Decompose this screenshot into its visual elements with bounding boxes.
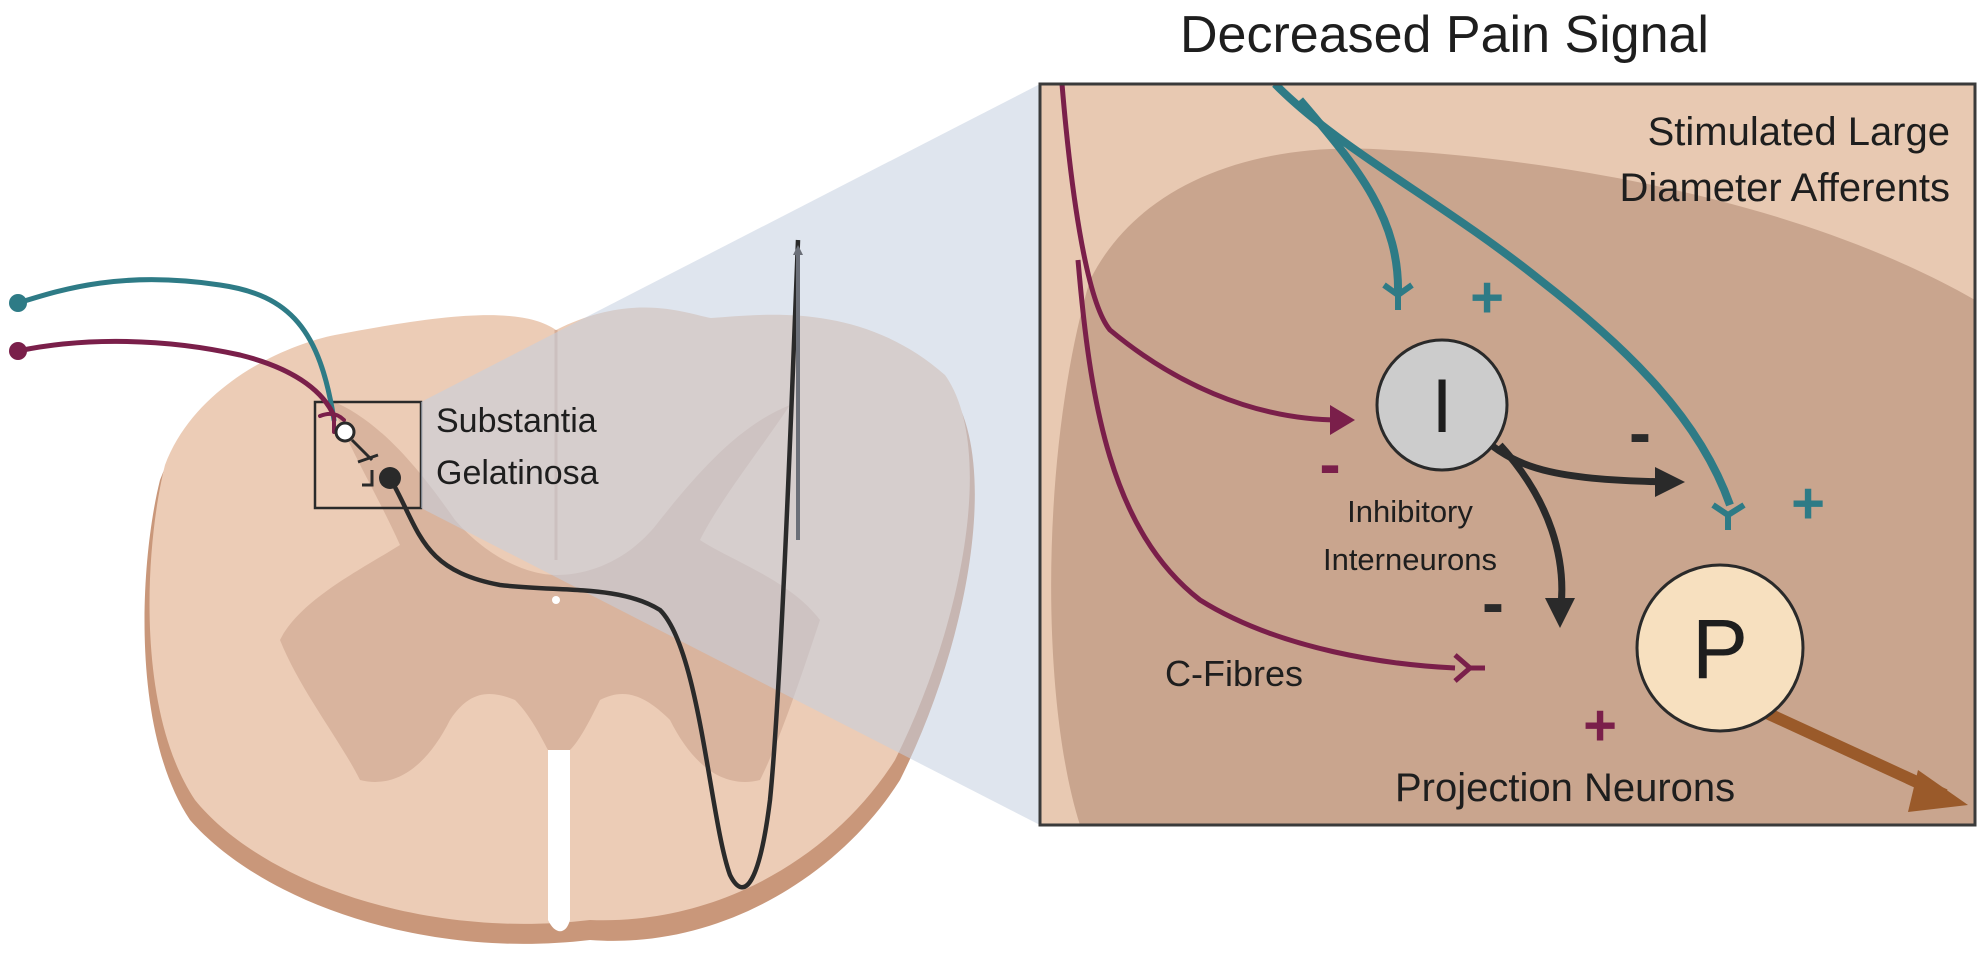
afferents-label-line1: Stimulated Large <box>1648 110 1950 154</box>
central-canal <box>552 596 560 604</box>
c-fibre-ending <box>9 342 27 360</box>
sign-interneuron-to-afferent: - <box>1629 395 1651 469</box>
sign-c-fibre-to-projection: + <box>1583 693 1617 758</box>
afferent-synapse-projection <box>1711 502 1746 530</box>
projection-letter: P <box>1692 602 1748 696</box>
inset-panel: I P Stimulated Large Diameter Afferents … <box>1038 82 1977 827</box>
interneuron-axon-to-c-fibre <box>1497 442 1566 616</box>
c-fibre-terminal <box>318 411 346 434</box>
interneuron-axon-to-afferent <box>1482 437 1671 486</box>
interneuron-label-line1: Inhibitory <box>1347 494 1473 529</box>
sign-afferent-to-projection: + <box>1791 471 1825 536</box>
sign-afferent-to-interneuron: + <box>1470 265 1504 330</box>
diagram-title: Decreased Pain Signal <box>1180 6 1709 64</box>
projection-axon-arrowhead <box>1908 770 1968 812</box>
large-afferent-fibre <box>15 277 337 423</box>
inset-large-afferent-main <box>1272 84 1734 507</box>
projection-neuron-cell <box>1635 563 1805 733</box>
inset-c-fibre-lower <box>1075 259 1456 671</box>
c-fibre <box>15 338 337 419</box>
interneuron-terminal-c-fibre <box>1545 598 1575 628</box>
interneuron-letter: I <box>1431 364 1452 449</box>
large-afferent-ending <box>9 294 27 312</box>
interneuron-marker <box>334 421 356 443</box>
inset-large-afferent-branch <box>1296 97 1403 296</box>
inset-dorsal-horn-band <box>1051 148 1975 825</box>
interneuron-label-line2: Interneurons <box>1323 542 1497 577</box>
afferents-label-line2: Diameter Afferents <box>1619 166 1950 210</box>
incoming-fibres <box>9 239 803 890</box>
interneuron-cell <box>1375 338 1509 472</box>
c-fibre-label: C-Fibres <box>1165 653 1303 694</box>
ventral-median-fissure <box>548 741 570 932</box>
sign-c-fibre-to-interneuron: - <box>1319 428 1340 500</box>
c-fibre-synapse-projection <box>1453 653 1485 683</box>
projection-label: Projection Neurons <box>1395 766 1735 810</box>
sign-interneuron-to-c-fibre: - <box>1482 565 1504 639</box>
substantia-label-line1: Substantia <box>436 402 597 440</box>
inset-border <box>1038 82 1977 827</box>
interneuron-link <box>350 438 379 487</box>
inset-c-fibre-upper <box>1059 84 1341 423</box>
afferent-synapse-interneuron <box>1382 282 1414 310</box>
substantia-label-line2: Gelatinosa <box>436 454 599 492</box>
projection-axon <box>388 239 801 890</box>
zoom-wedge <box>421 84 1040 825</box>
interneuron-terminal-afferent <box>1655 467 1685 497</box>
c-fibre-synapse-interneuron <box>1330 405 1355 435</box>
